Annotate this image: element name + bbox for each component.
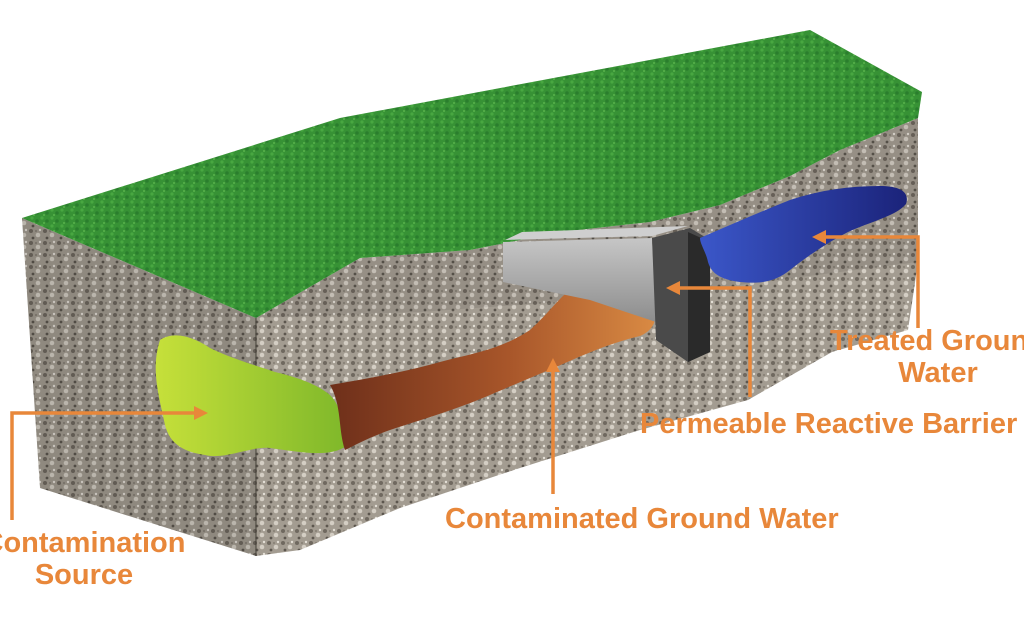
grass-shade <box>22 30 922 318</box>
contaminated-water-plume <box>330 283 656 450</box>
arrow-contaminated <box>546 358 560 372</box>
label-permeable-reactive-barrier: Permeable Reactive Barrier <box>640 408 1018 440</box>
label-contamination-source: Contamination Source <box>0 527 194 591</box>
callout-barrier <box>676 286 752 397</box>
soil-front-face <box>256 262 918 556</box>
arrow-source <box>194 406 208 420</box>
treated-water-plume <box>700 186 907 283</box>
barrier-face <box>503 238 656 322</box>
soil-side-face <box>22 218 256 556</box>
arrow-treated <box>812 230 826 244</box>
label-treated-line2: Water <box>898 357 978 389</box>
arrow-barrier <box>666 281 680 295</box>
grass-surface <box>22 30 922 318</box>
barrier-top <box>505 226 688 240</box>
callout-treated <box>822 235 920 328</box>
soil-side-shade <box>22 218 256 556</box>
contamination-source-plume <box>155 335 346 457</box>
label-treated-line1: Treated Ground <box>830 325 1024 357</box>
label-source-line1: Contamination <box>0 527 186 559</box>
label-treated-ground-water: Treated Ground Water <box>808 325 1024 389</box>
label-source-line2: Source <box>34 559 134 591</box>
label-contaminated-ground-water: Contaminated Ground Water <box>445 503 839 535</box>
callout-source <box>10 411 198 520</box>
barrier-edge-front <box>688 232 710 362</box>
